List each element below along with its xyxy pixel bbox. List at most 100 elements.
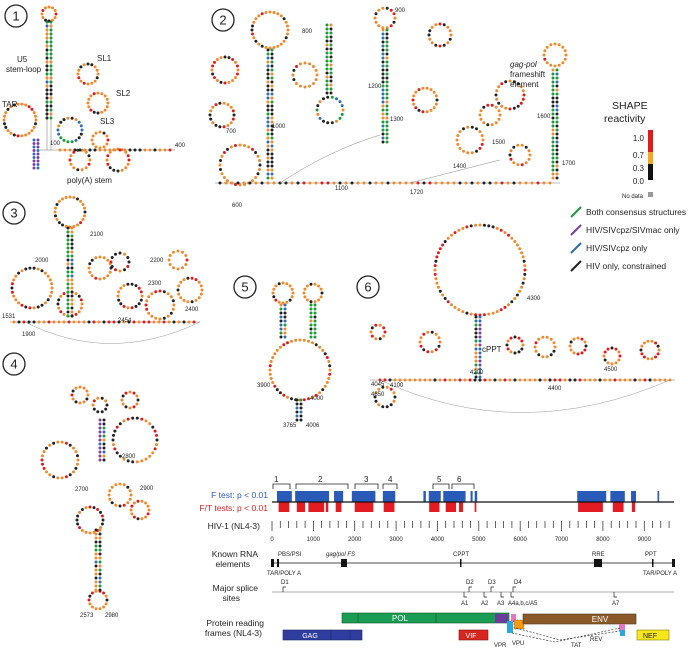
nucleotide-dot [102, 458, 106, 462]
nucleotide-dot [434, 277, 438, 281]
nucleotide-dot [325, 67, 329, 71]
panel-2-structure [208, 6, 568, 187]
nucleotide-dot [94, 607, 98, 611]
nucleotide-dot [69, 154, 73, 158]
label-3765: 3765 [283, 423, 297, 429]
nucleotide-dot [426, 350, 430, 354]
nucleotide-dot [50, 290, 54, 294]
nucleotide-dot [91, 134, 95, 138]
nucleotide-dot [270, 56, 274, 60]
nucleotide-dot [494, 121, 498, 125]
nucleotide-dot [155, 438, 159, 442]
orf-label-2: frames (NL4-3) [205, 628, 262, 638]
nucleotide-dot [325, 71, 329, 75]
nucleotide-dot [102, 131, 106, 135]
nucleotide-dot [66, 302, 70, 306]
nucleotide-dot [78, 148, 82, 152]
nucleotide-dot [82, 400, 86, 404]
nucleotide-dot [102, 434, 106, 438]
nucleotide-dot [50, 282, 54, 286]
nucleotide-dot [474, 327, 478, 331]
nucleotide-dot [68, 473, 72, 477]
nucleotide-dot [88, 531, 92, 535]
panel-3-badge [2, 201, 26, 225]
nucleotide-dot [557, 43, 561, 47]
orf-rev-label: REV [590, 637, 602, 643]
nucleotide-dot [236, 181, 240, 185]
nucleotide-dot [474, 223, 478, 227]
nucleotide-dot [266, 164, 270, 168]
nucleotide-dot [105, 158, 109, 162]
nucleotide-dot [79, 298, 83, 302]
nucleotide-dot [234, 144, 237, 147]
nucleotide-dot [279, 307, 283, 311]
nucleotide-dot [107, 320, 111, 324]
nucleotide-dot [72, 320, 76, 324]
label-4100: 4100 [390, 383, 404, 389]
nucleotide-dot [513, 378, 517, 382]
nucleotide-dot [17, 320, 21, 324]
nucleotide-dot [272, 11, 276, 14]
orf-tat-label: TAT [571, 643, 582, 649]
nucleotide-dot [176, 288, 180, 292]
nucleotide-dot [49, 84, 53, 88]
nucleotide-dot [122, 457, 126, 461]
nucleotide-dot [308, 62, 312, 66]
nucleotide-dot [302, 338, 306, 342]
panel-5-structure [268, 281, 332, 422]
bracket-3 [354, 483, 379, 489]
nucleotide-dot [77, 320, 81, 324]
rna-element-ppt: PPT [645, 552, 657, 558]
nucleotide-dot [90, 274, 94, 278]
nucleotide-dot [247, 145, 251, 149]
nucleotide-dot [122, 304, 126, 308]
nucleotide-dot [286, 341, 289, 345]
nucleotide-dot [299, 402, 303, 406]
nucleotide-dot [313, 323, 317, 327]
nucleotide-dot [437, 336, 441, 340]
nucleotide-dot [45, 100, 49, 104]
nucleotide-dot [434, 348, 438, 352]
nucleotide-dot [490, 123, 494, 127]
nucleotide-dot [482, 105, 486, 109]
nucleotide-dot [93, 65, 97, 69]
nucleotide-dot [557, 63, 561, 67]
nucleotide-dot [266, 48, 270, 52]
nucleotide-dot [37, 320, 41, 324]
nucleotide-dot [551, 68, 555, 72]
nucleotide-dot [270, 132, 274, 136]
nucleotide-dot [70, 393, 74, 397]
nucleotide-dot [374, 12, 378, 16]
nucleotide-dot [158, 317, 162, 321]
nucleotide-dot [381, 6, 385, 10]
nucleotide-dot [45, 36, 49, 40]
nucleotide-dot [99, 510, 102, 514]
nucleotide-dot [512, 106, 516, 110]
nucleotide-dot [266, 68, 270, 72]
nucleotide-dot [104, 407, 108, 411]
nucleotide-dot [135, 416, 139, 420]
nucleotide-dot [549, 353, 553, 357]
nucleotide-dot [16, 134, 20, 138]
nucleotide-dot [491, 225, 495, 229]
panel-3: 3 2100 2000 2200 2300 2400 2454 1531 190… [2, 195, 204, 344]
nucleotide-dot [98, 255, 102, 259]
significance-bar [308, 502, 325, 512]
nucleotide-dot [151, 451, 155, 455]
nucleotide-dot [151, 425, 155, 429]
nucleotide-dot [506, 181, 510, 185]
nucleotide-dot [57, 199, 61, 203]
nucleotide-dot [266, 176, 270, 180]
nucleotide-dot [150, 314, 154, 318]
nucleotide-dot [522, 277, 526, 281]
nucleotide-dot [533, 378, 537, 382]
nucleotide-dot [94, 588, 98, 592]
nucleotide-dot [150, 292, 154, 296]
nucleotide-dot [70, 238, 74, 242]
nucleotide-dot [305, 298, 309, 302]
nucleotide-dot [258, 168, 261, 171]
nucleotide-dot [234, 60, 237, 64]
nucleotide-dot [381, 60, 385, 64]
nucleotide-dot [45, 52, 49, 56]
nucleotide-dot [82, 63, 86, 67]
